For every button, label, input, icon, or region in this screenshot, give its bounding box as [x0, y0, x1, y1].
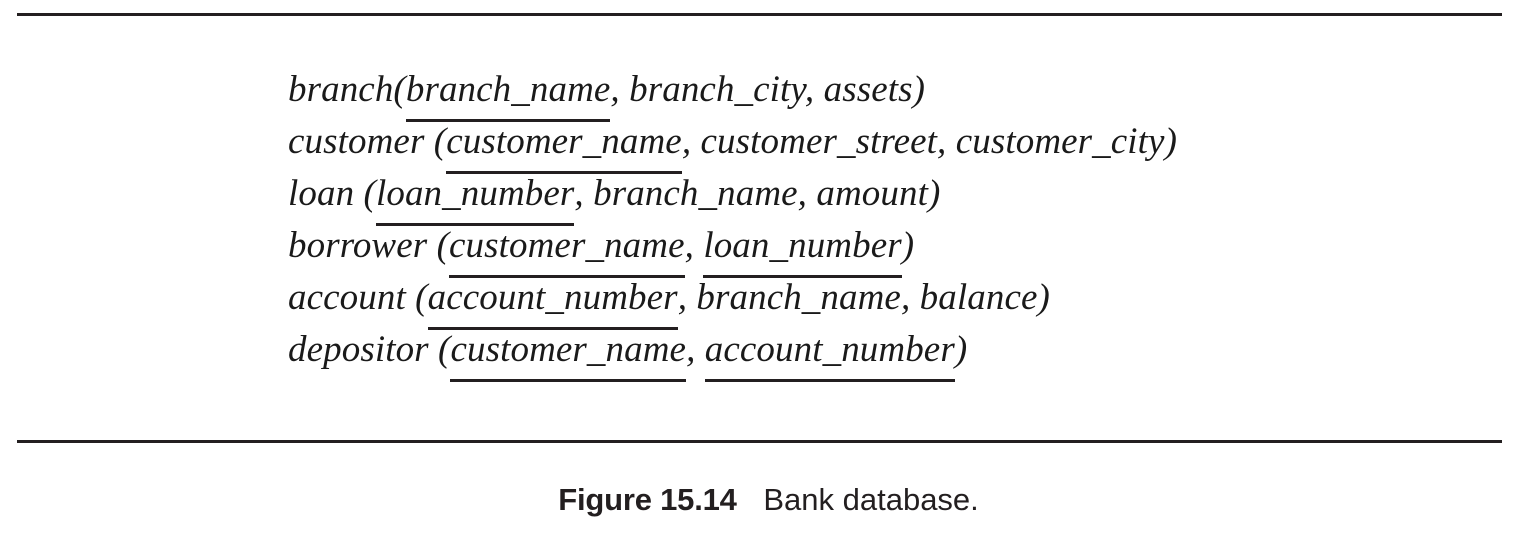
primary-key-attribute: customer_name — [449, 220, 685, 278]
attribute-separator: , — [681, 121, 701, 162]
attribute: customer_street — [700, 121, 938, 162]
figure-number-label: Figure 15.14 — [558, 482, 737, 517]
close-paren: ) — [927, 173, 941, 214]
close-paren: ) — [1037, 277, 1050, 318]
open-paren: ( — [354, 173, 376, 214]
relation-schema-borrower: borrower (customer_name, loan_number) — [288, 220, 1388, 278]
primary-key-attribute: customer_name — [446, 116, 682, 174]
figure-title-text: Bank database. — [763, 482, 979, 517]
figure-caption: Figure 15.14 Bank database. — [0, 482, 1537, 518]
attribute: branch_name — [696, 277, 901, 318]
close-paren: ) — [912, 69, 926, 110]
open-paren: ( — [393, 69, 406, 110]
relation-schema-account: account (account_number, branch_name, ba… — [288, 272, 1388, 330]
attribute: customer_city — [955, 121, 1165, 162]
attribute: balance — [919, 277, 1038, 318]
attribute: amount — [816, 173, 928, 214]
open-paren: ( — [405, 277, 428, 318]
close-paren: ) — [1164, 121, 1177, 162]
relation-schema-list: branch(branch_name, branch_city, assets)… — [288, 64, 1388, 382]
relation-schema-depositor: depositor (customer_name, account_number… — [288, 324, 1388, 382]
top-divider-rule — [17, 13, 1502, 16]
open-paren: ( — [424, 121, 447, 162]
open-paren: ( — [428, 329, 451, 370]
open-paren: ( — [427, 225, 450, 266]
attribute: branch_name — [593, 173, 798, 214]
relation-name: depositor — [288, 329, 429, 370]
bottom-divider-rule — [17, 440, 1502, 443]
relation-name: account — [288, 277, 406, 318]
attribute-separator: , — [686, 329, 705, 370]
attribute-separator: , — [900, 277, 920, 318]
relation-name: customer — [288, 121, 425, 162]
relation-name: borrower — [288, 225, 428, 266]
attribute-separator: , — [574, 173, 594, 214]
primary-key-attribute: loan_number — [703, 220, 903, 278]
relation-schema-customer: customer (customer_name, customer_street… — [288, 116, 1388, 174]
primary-key-attribute: branch_name — [405, 64, 611, 122]
relation-name: loan — [288, 173, 355, 214]
close-paren: ) — [954, 329, 968, 370]
primary-key-attribute: account_number — [704, 324, 955, 382]
attribute-separator: , — [684, 225, 704, 266]
relation-schema-loan: loan (loan_number, branch_name, amount) — [288, 168, 1388, 226]
primary-key-attribute: account_number — [427, 272, 678, 330]
attribute-separator: , — [797, 173, 817, 214]
primary-key-attribute: customer_name — [450, 324, 686, 382]
attribute-separator: , — [610, 69, 630, 110]
relation-name: branch — [288, 69, 394, 110]
attribute-separator: , — [677, 277, 697, 318]
primary-key-attribute: loan_number — [375, 168, 575, 226]
attribute: assets — [823, 69, 913, 110]
close-paren: ) — [901, 225, 915, 266]
attribute: branch_city — [629, 69, 805, 110]
relation-schema-branch: branch(branch_name, branch_city, assets) — [288, 64, 1388, 122]
attribute-separator: , — [804, 69, 824, 110]
attribute-separator: , — [937, 121, 956, 162]
